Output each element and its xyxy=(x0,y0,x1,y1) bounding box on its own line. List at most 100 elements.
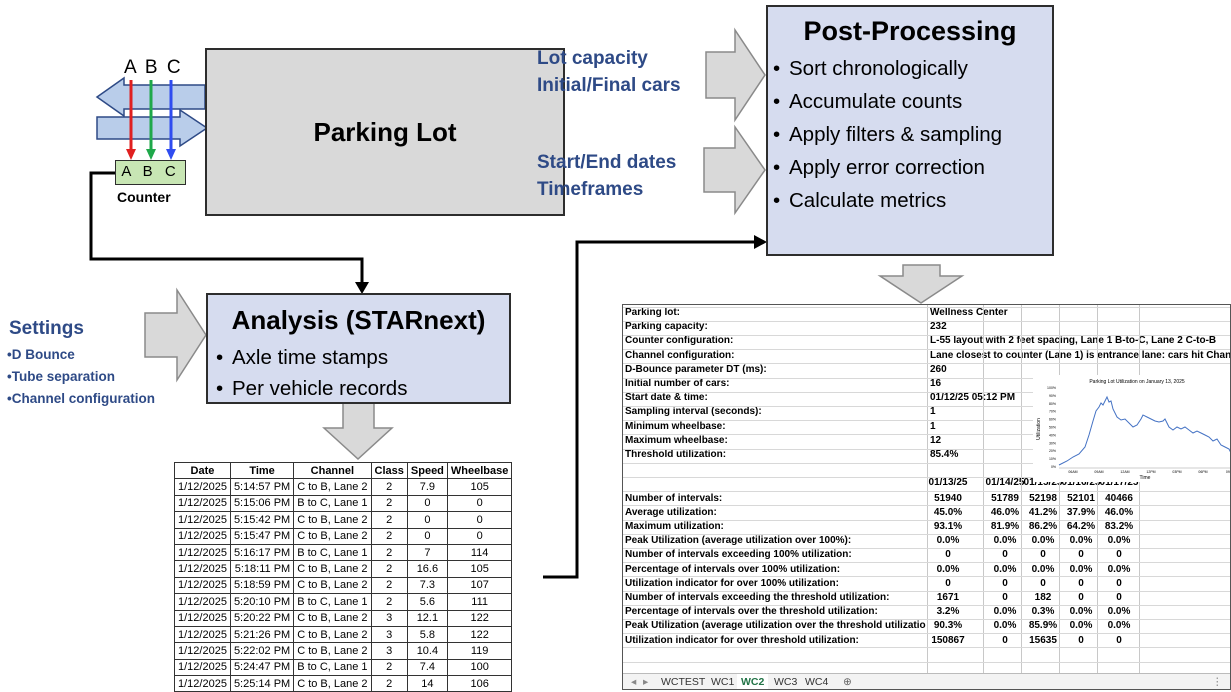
metric-value: 46.0% xyxy=(1099,505,1139,520)
sheet-label: Counter configuration: xyxy=(625,335,734,347)
table-cell: 1/12/2025 xyxy=(174,642,231,660)
metric-label: Utilization indicator for over threshold… xyxy=(625,634,859,646)
metric-value: 0 xyxy=(1099,548,1139,563)
table-cell: 5.8 xyxy=(406,625,448,644)
metric-value: 150867 xyxy=(928,633,968,648)
table-cell: B to C, Lane 1 xyxy=(293,494,372,513)
metric-label: Percentage of intervals over 100% utiliz… xyxy=(625,563,841,575)
date-column-header: 01/17/25 xyxy=(1099,477,1139,489)
table-cell: 5:25:14 PM xyxy=(229,675,295,692)
plus-circle-icon[interactable]: ⊕ xyxy=(843,676,852,688)
tab-wc4[interactable]: WC4 xyxy=(805,676,829,688)
sheet-row: Start date & time:01/12/25 05:12 PM xyxy=(623,391,1230,405)
more-options-icon[interactable]: ⋮ xyxy=(1212,676,1223,688)
grid-line xyxy=(623,476,1230,478)
table-cell: 5.6 xyxy=(406,593,448,611)
tab-wctest[interactable]: WCTEST xyxy=(661,676,706,688)
metric-value: 0.0% xyxy=(1061,619,1101,634)
table-cell: 5:24:47 PM xyxy=(229,658,295,677)
table-cell: 5:22:02 PM xyxy=(229,642,295,660)
grid-line xyxy=(623,661,1230,663)
date-column-header: 01/15/25 xyxy=(1023,477,1063,489)
metric-value: 182 xyxy=(1023,591,1063,606)
metric-value: 64.2% xyxy=(1061,520,1101,535)
metric-value: 37.9% xyxy=(1061,505,1101,520)
table-cell: 7.3 xyxy=(406,576,448,595)
post-processing-step: Calculate metrics xyxy=(773,184,1052,217)
sheet-row: Utilization indicator for over 100% util… xyxy=(623,576,1230,591)
grid-line xyxy=(623,420,1230,422)
grid-line xyxy=(1097,305,1098,673)
parking-lot-title: Parking Lot xyxy=(313,116,457,147)
tab-scroll-right[interactable]: ▸ xyxy=(643,676,649,688)
metric-value: 81.9% xyxy=(985,520,1025,535)
settings-list: D Bounce Tube separation Channel configu… xyxy=(7,344,155,410)
table-cell: 2 xyxy=(370,593,408,611)
table-cell: 7.9 xyxy=(406,478,448,496)
table-cell: 5:15:47 PM xyxy=(229,527,295,545)
mini-chart-title: Parking Lot Utilization on January 13, 2… xyxy=(1089,379,1185,385)
metric-value: 0.0% xyxy=(985,605,1025,620)
grid-line xyxy=(623,405,1230,407)
counter-device: A B C xyxy=(115,160,186,185)
date-inputs-label: Start/End dates Timeframes xyxy=(537,152,677,200)
column-header: Channel xyxy=(293,461,372,480)
metric-value: 0.0% xyxy=(985,534,1025,549)
post-processing-step: Apply filters & sampling xyxy=(773,118,1052,151)
sheet-row: Minimum wheelbase:1 xyxy=(623,420,1230,434)
metric-value: 0 xyxy=(1099,576,1139,591)
table-cell: B to C, Lane 1 xyxy=(293,543,372,562)
postprocessing-output-arrow xyxy=(877,264,965,304)
analysis-list: Axle time stamps Per vehicle records xyxy=(216,342,509,404)
table-cell: 111 xyxy=(446,593,513,611)
metric-label: Number of intervals exceeding 100% utili… xyxy=(625,549,852,561)
sheet-value: 85.4% xyxy=(930,449,959,460)
mini-chart-ytick: 10% xyxy=(1049,457,1056,461)
grid-line xyxy=(1139,305,1140,673)
mini-chart-xtick: 09P xyxy=(1226,470,1231,474)
sheet-label: Sampling interval (seconds): xyxy=(625,406,762,418)
settings-item: Tube separation xyxy=(7,366,155,388)
table-cell: 1/12/2025 xyxy=(174,576,231,595)
grid-line xyxy=(1021,305,1022,673)
table-cell: 3 xyxy=(370,642,408,660)
tab-wc2[interactable]: WC2 xyxy=(737,674,769,689)
table-cell: 1/12/2025 xyxy=(174,543,231,562)
table-cell: 122 xyxy=(446,609,513,627)
table-cell: 2 xyxy=(370,576,408,595)
analysis-output: Per vehicle records xyxy=(216,373,509,404)
utilization-series-line xyxy=(1058,395,1230,466)
metric-value: 0.0% xyxy=(1061,562,1101,577)
table-cell: C to B, Lane 2 xyxy=(293,527,372,545)
sheet-row: Initial number of cars:16 xyxy=(623,377,1230,391)
post-processing-box: Post-Processing Sort chronologically Acc… xyxy=(766,5,1054,256)
metric-value: 1671 xyxy=(928,591,968,606)
table-cell: 2 xyxy=(370,658,408,677)
metric-value: 51789 xyxy=(985,491,1025,506)
parking-lot-box xyxy=(205,48,565,216)
tab-scroll-left[interactable]: ◂ xyxy=(631,676,637,688)
tab-wc3[interactable]: WC3 xyxy=(774,676,798,688)
table-cell: 1/12/2025 xyxy=(174,658,231,677)
settings-item: D Bounce xyxy=(7,344,155,366)
utilization-line-chart: Parking Lot Utilization on January 13, 2… xyxy=(1036,379,1231,481)
grid-line xyxy=(623,306,1230,308)
grid-line xyxy=(927,305,928,673)
tab-wc1[interactable]: WC1 xyxy=(711,676,735,688)
metric-value: 41.2% xyxy=(1023,505,1063,520)
column-header: Date xyxy=(174,461,231,480)
metric-label: Peak Utilization (average utilization ov… xyxy=(625,620,926,632)
metric-label: Number of intervals: xyxy=(625,492,723,504)
metric-value: 0 xyxy=(1023,548,1063,563)
metric-label: Percentage of intervals over the thresho… xyxy=(625,606,878,618)
mini-chart-ytick: 60% xyxy=(1049,418,1056,422)
table-cell: 7 xyxy=(406,543,448,562)
table-cell: 3 xyxy=(370,609,408,627)
table-cell: 0 xyxy=(406,511,448,529)
metric-value: 83.2% xyxy=(1099,520,1139,535)
metric-value: 0 xyxy=(985,548,1025,563)
mini-chart-xlabel: Time xyxy=(1140,475,1151,481)
